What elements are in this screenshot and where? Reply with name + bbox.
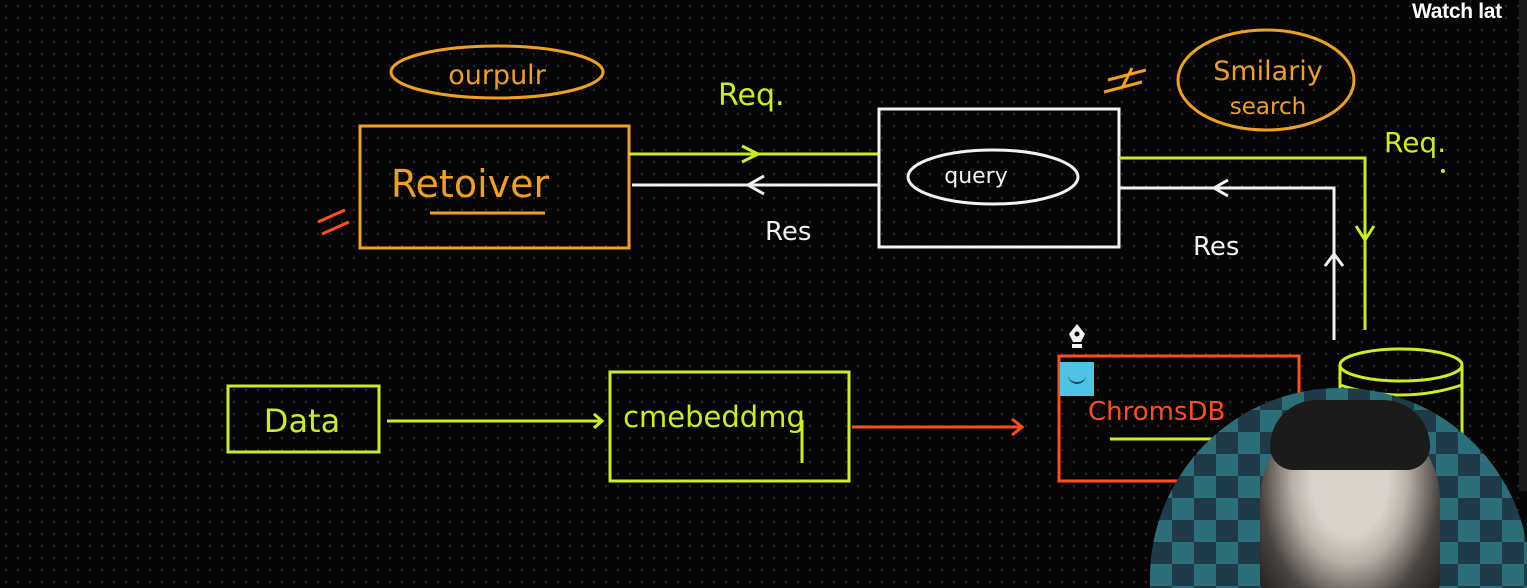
data-box	[226, 384, 381, 454]
res-label-top: Res	[765, 217, 811, 247]
pen-cursor-icon	[1066, 322, 1088, 354]
embedding-label: cmebeddmg	[623, 400, 805, 434]
embedding-to-db-arrowhead	[1011, 417, 1025, 437]
similarity-label-line2: search	[1230, 94, 1306, 120]
query-box	[877, 107, 1121, 249]
req-right-dot	[1441, 169, 1445, 173]
res-arrowhead-right-h	[1210, 178, 1229, 198]
req-path-right	[1119, 156, 1367, 330]
watch-later-button[interactable]: Watch lat	[1412, 0, 1502, 23]
output-ellipse	[389, 44, 605, 100]
whiteboard-canvas: ourpulr Retoiver Req. Res query Smilariy…	[226, 28, 1464, 483]
output-label: ourpulr	[448, 60, 546, 91]
req-label-right: Req.	[1384, 126, 1446, 159]
query-label: query	[944, 164, 1008, 189]
query-ellipse	[906, 148, 1080, 206]
camera-badge-icon	[1060, 362, 1094, 396]
data-to-embedding-arrowhead	[593, 412, 605, 430]
presenter-hair	[1270, 400, 1430, 470]
req-arrowhead-top	[741, 144, 762, 164]
req-arrowhead-right	[1354, 225, 1376, 243]
res-path-right	[1119, 186, 1336, 340]
orange-equals-mark	[1103, 67, 1147, 94]
player-edge	[1519, 0, 1527, 491]
data-label: Data	[264, 402, 340, 440]
retriever-label: Retoiver	[391, 162, 550, 206]
res-arrowhead-top	[744, 174, 765, 196]
similarity-ellipse	[1176, 28, 1356, 132]
res-label-right: Res	[1193, 232, 1239, 262]
red-equals-mark	[317, 208, 350, 236]
similarity-label-line1: Smilariy	[1213, 56, 1323, 87]
retriever-box	[358, 124, 631, 250]
database-top	[1338, 347, 1464, 383]
vector-db-label: ChromsDB	[1088, 397, 1225, 427]
req-label-top: Req.	[718, 78, 785, 113]
embedding-box	[608, 370, 851, 483]
res-arrowhead-right-v	[1323, 251, 1345, 267]
